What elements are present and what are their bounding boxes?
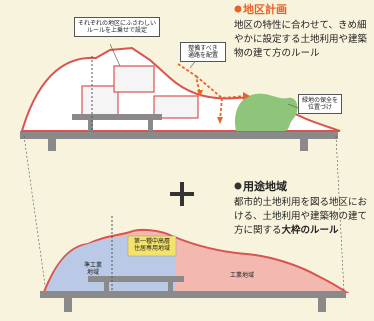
residential-zone	[127, 235, 177, 257]
building-center	[113, 65, 155, 93]
upper-ground-post-right	[300, 139, 308, 151]
plus-icon	[170, 182, 194, 206]
arrow-head-icon	[197, 90, 203, 97]
lower-ground-strip	[40, 291, 346, 298]
building-right	[153, 95, 199, 119]
callout-line-greenery	[287, 103, 299, 109]
callout-rules: それぞれの地区にふさわしい ルールを上乗せで設定	[74, 17, 160, 37]
upper-road-deck	[72, 114, 162, 120]
arrow-head-icon	[243, 92, 250, 100]
arrow-head-icon	[217, 117, 223, 124]
district-plan-illustration	[20, 43, 341, 151]
upper-ground-strip	[20, 131, 338, 139]
label-semi-industrial: 準工業 地域	[83, 262, 102, 276]
lower-ground-post-left	[64, 298, 72, 312]
upper-ground-post-left	[48, 139, 56, 151]
callout-paths: 整備すべき 通路を配置	[180, 42, 226, 62]
district-plan-description: 地区の特性に合わせて、きめ細やかに設定する土地利用や建築物の建て方のルール	[234, 20, 368, 59]
district-plan-title: 地区計画	[243, 3, 287, 16]
use-zone-description-text: 都市的土地利用を図る地区における、土地利用や建築物の建て方に関する	[234, 197, 368, 236]
lower-road-pillar-1	[104, 282, 109, 291]
dashed-arrow-icon	[195, 75, 247, 99]
upper-road-pillar-1	[88, 120, 93, 131]
label-industrial: 工業地域	[229, 272, 254, 279]
lower-ground-post-right	[318, 298, 326, 312]
projection-line-left	[23, 135, 47, 293]
use-zone-description: 都市的土地利用を図る地区における、土地利用や建築物の建て方に関する大枠のルール	[234, 196, 368, 238]
label-residential: 第一種中高層 住居専用地域	[133, 238, 170, 252]
lower-road-deck	[88, 276, 184, 282]
green-conservation-area	[234, 93, 298, 131]
lower-road-pillar-2	[168, 282, 173, 291]
use-zone-description-emphasis: 大枠のルール	[281, 225, 339, 236]
use-zone-title: 用途地域	[243, 180, 287, 193]
upper-road-pillar-2	[148, 120, 153, 131]
callout-greenery: 緑地の保全を 位置づけ	[298, 94, 342, 114]
bullet-dot-icon	[234, 182, 242, 190]
bullet-dot-icon	[234, 5, 242, 13]
use-zone-illustration	[40, 216, 350, 312]
building-left	[81, 85, 119, 117]
callout-line-rules	[109, 43, 121, 67]
dashed-arrow-icon	[219, 97, 223, 121]
